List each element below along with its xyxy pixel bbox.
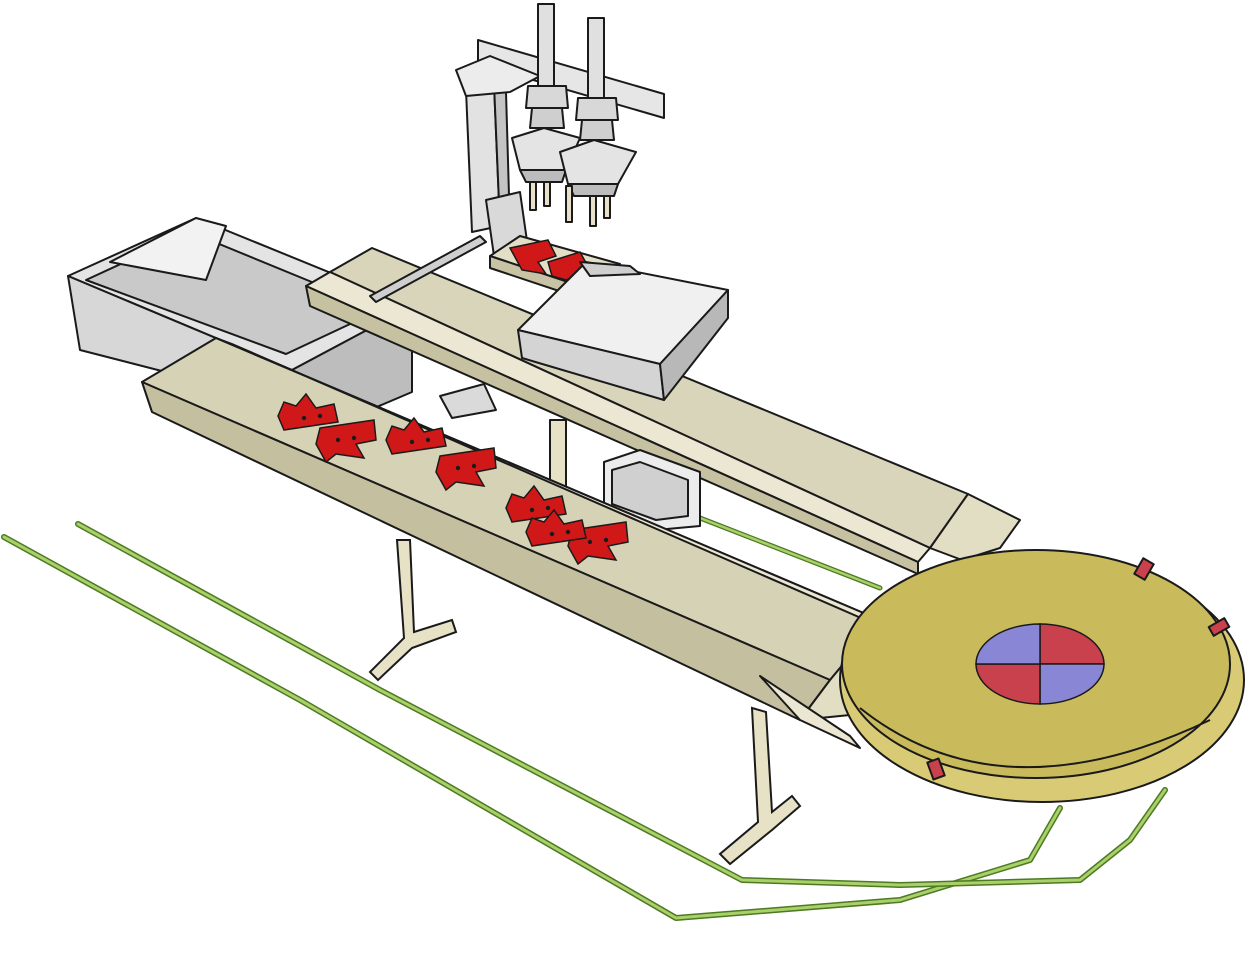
red-part: [435, 447, 497, 492]
red-part: [315, 419, 377, 464]
part-hole: [587, 539, 593, 545]
support-leg: [368, 539, 802, 866]
part-hole: [455, 465, 461, 471]
red-part: [385, 416, 447, 455]
part-hole: [529, 507, 535, 513]
part-hole: [471, 463, 477, 469]
red-parts-row: [277, 392, 629, 566]
upper-conveyor: [305, 235, 1021, 575]
part-hole: [425, 437, 431, 443]
drilling-head-right: [559, 17, 637, 227]
turntable-target: [975, 623, 1105, 705]
control-box: [517, 261, 729, 401]
red-part: [277, 392, 339, 431]
part-hole: [301, 415, 307, 421]
red-part: [525, 508, 587, 547]
mechanism-block: [439, 383, 701, 531]
part-hole: [351, 435, 357, 441]
part-hole: [549, 531, 555, 537]
part-hole: [565, 529, 571, 535]
part-hole: [335, 437, 341, 443]
part-hole: [603, 537, 609, 543]
part-hole: [409, 439, 415, 445]
power-cable: [1, 515, 1168, 921]
part-hole: [317, 413, 323, 419]
part-hole: [545, 505, 551, 511]
